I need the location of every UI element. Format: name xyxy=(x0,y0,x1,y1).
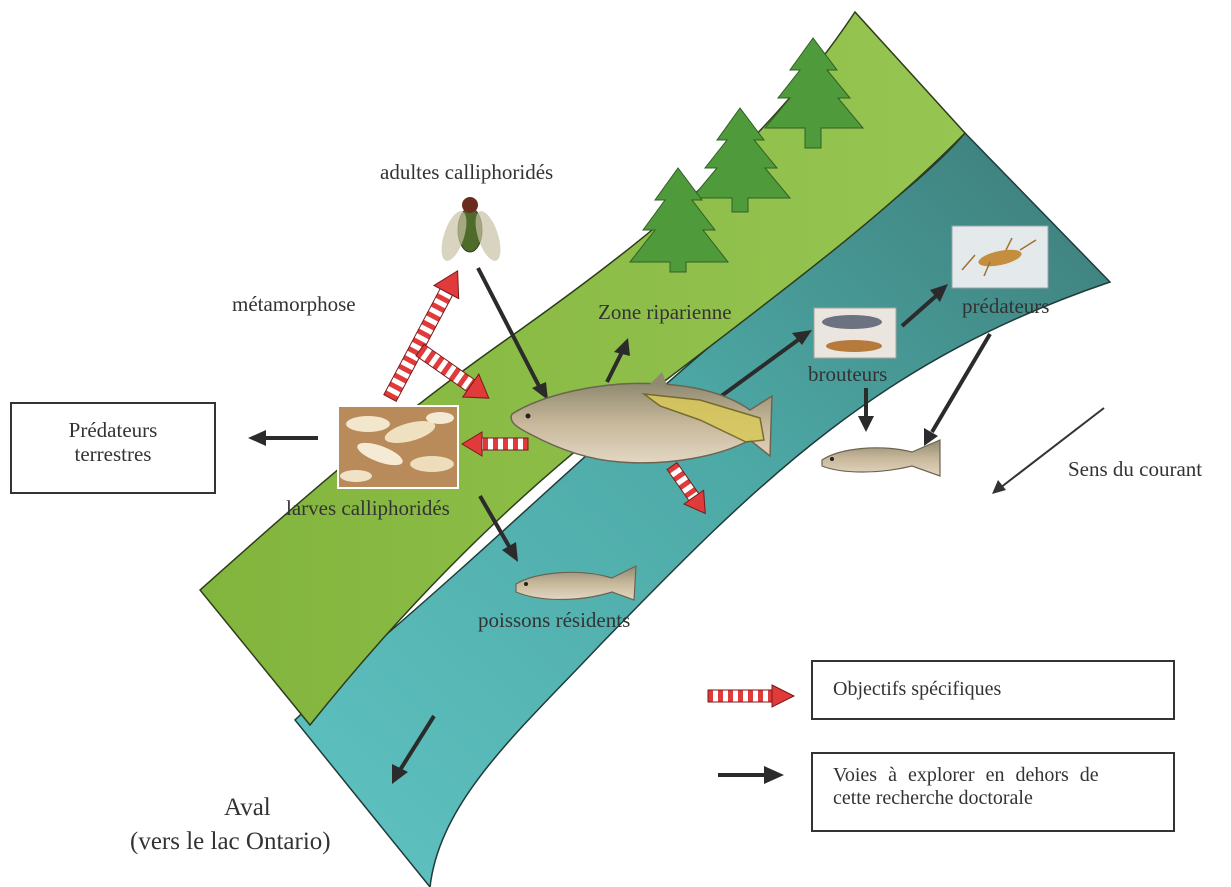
legend-future-line1: Voies à explorer en dehors de xyxy=(833,764,1173,787)
downstream-label: Aval xyxy=(224,794,271,823)
grazers-label: brouteurs xyxy=(808,362,887,386)
caddis-larva-icon xyxy=(814,308,896,358)
maggot-photo-icon xyxy=(338,406,458,488)
legend-objectives-label: Objectifs spécifiques xyxy=(833,678,1173,701)
predators-label: prédateurs xyxy=(962,294,1049,318)
stonefly-nymph-icon xyxy=(952,226,1048,288)
metamorphosis-label: métamorphose xyxy=(232,292,356,316)
adults-label: adultes calliphoridés xyxy=(380,160,553,184)
legend-objectives-box: Objectifs spécifiques xyxy=(811,660,1175,720)
larvae-label: larves calliphoridés xyxy=(286,496,450,520)
legend-future-box: Voies à explorer en dehors de cette rech… xyxy=(811,752,1175,832)
riparian-zone-label: Zone riparienne xyxy=(598,300,732,324)
current-direction-label: Sens du courant xyxy=(1068,457,1202,481)
salmon-icon xyxy=(822,440,940,476)
terrestrial-predators-box: Prédateurs terrestres xyxy=(10,402,216,494)
resident-fish-label: poissons résidents xyxy=(478,608,630,632)
blowfly-icon xyxy=(436,188,518,266)
terrestrial-predators-line1: Prédateurs xyxy=(12,418,214,442)
downstream-sublabel: (vers le lac Ontario) xyxy=(130,828,331,857)
legend-striped-arrow xyxy=(708,685,794,707)
terrestrial-predators-line2: terrestres xyxy=(12,442,214,466)
legend-dark-arrow xyxy=(718,766,784,784)
legend-future-line2: cette recherche doctorale xyxy=(833,787,1173,810)
arrow-grazers-to-fish-head xyxy=(858,416,874,432)
arrow-larvae-to-terrestrial-head xyxy=(248,430,266,446)
